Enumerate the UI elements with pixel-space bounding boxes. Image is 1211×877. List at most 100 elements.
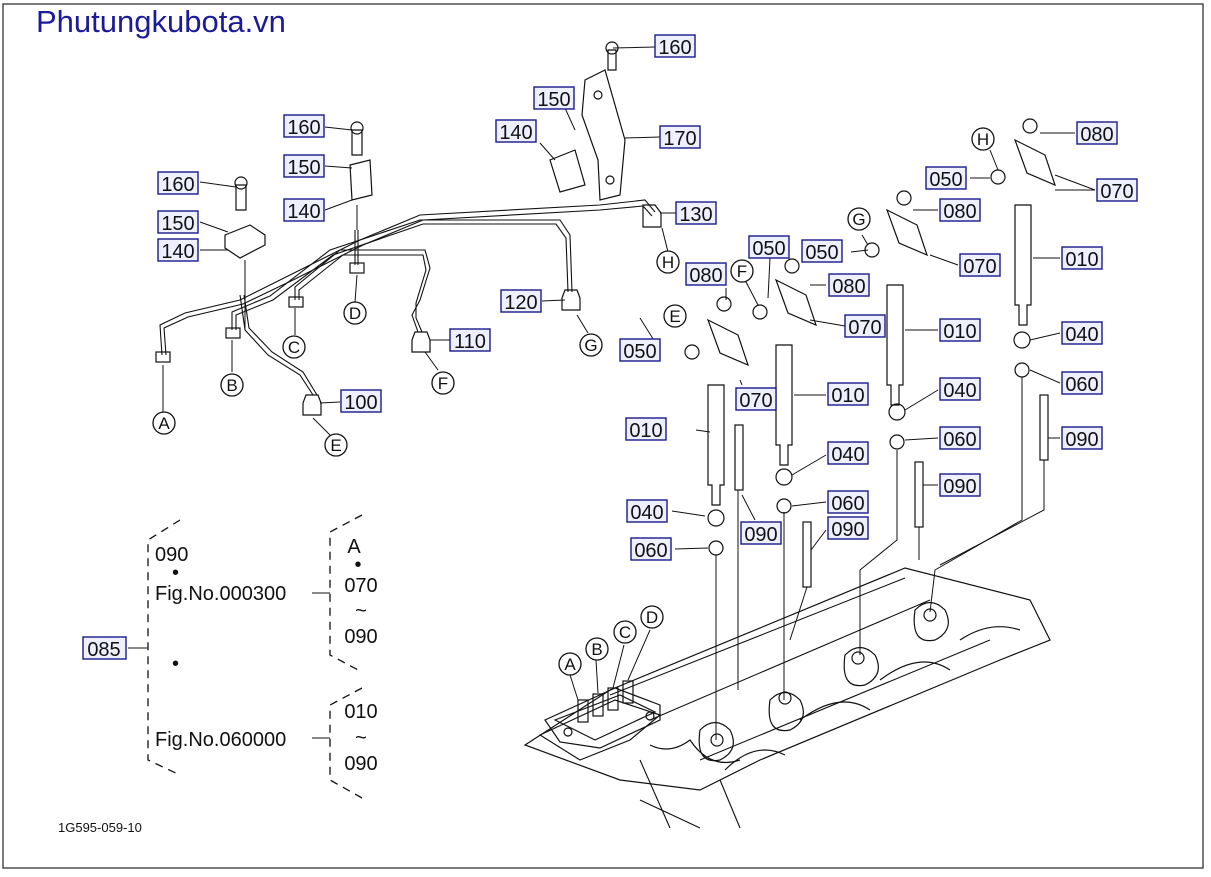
part-tag-170[interactable]: 170 xyxy=(659,125,701,150)
part-tag-090[interactable]: 090 xyxy=(827,516,869,541)
svg-text:140: 140 xyxy=(499,122,532,144)
part-tag-140[interactable]: 140 xyxy=(283,198,325,223)
ref-fig-060000: Fig.No.060000 xyxy=(155,729,286,751)
svg-text:C: C xyxy=(619,623,631,642)
callout-B: B xyxy=(220,373,244,397)
svg-text:010: 010 xyxy=(1065,249,1098,271)
part-tag-040[interactable]: 040 xyxy=(626,499,668,524)
svg-text:080: 080 xyxy=(1080,124,1113,146)
svg-text:160: 160 xyxy=(658,37,691,59)
part-tag-090[interactable]: 090 xyxy=(740,521,782,546)
svg-text:050: 050 xyxy=(752,238,785,260)
border xyxy=(2,3,1204,869)
part-tag-060[interactable]: 060 xyxy=(1061,371,1103,396)
diagram-code: 1G595-059-10 xyxy=(58,820,142,835)
part-tag-130[interactable]: 130 xyxy=(675,201,717,226)
part-tag-040[interactable]: 040 xyxy=(1061,321,1103,346)
part-tag-160[interactable]: 160 xyxy=(157,171,199,196)
part-tag-010[interactable]: 010 xyxy=(1061,246,1103,271)
part-tag-070[interactable]: 070 xyxy=(844,314,886,339)
part-tag-070[interactable]: 070 xyxy=(959,253,1001,278)
ref-range2-end: 090 xyxy=(344,753,377,775)
svg-text:160: 160 xyxy=(287,117,320,139)
part-tag-140[interactable]: 140 xyxy=(157,238,199,263)
part-tag-010[interactable]: 010 xyxy=(827,382,869,407)
svg-text:150: 150 xyxy=(161,213,194,235)
callout-A: A xyxy=(152,411,176,435)
nozzle-end-H xyxy=(642,204,662,228)
svg-text:H: H xyxy=(662,253,674,272)
part-tag-060[interactable]: 060 xyxy=(630,537,672,562)
part-tag-160[interactable]: 160 xyxy=(654,34,696,59)
ref-fig-000300: Fig.No.000300 xyxy=(155,583,286,605)
watermark-logo: Phutungkubota.vn xyxy=(36,4,286,39)
part-tag-040[interactable]: 040 xyxy=(827,441,869,466)
part-tag-100[interactable]: 100 xyxy=(340,389,382,414)
svg-text:070: 070 xyxy=(848,317,881,339)
svg-text:070: 070 xyxy=(739,390,772,412)
pipe-clamps xyxy=(224,41,626,259)
part-tag-160[interactable]: 160 xyxy=(283,114,325,139)
svg-text:010: 010 xyxy=(831,385,864,407)
nut-B xyxy=(225,327,241,339)
part-tag-090[interactable]: 090 xyxy=(1061,426,1103,451)
ref-label-A: A xyxy=(347,536,361,558)
ref-range2-start: 010 xyxy=(344,701,377,723)
part-tag-150[interactable]: 150 xyxy=(283,154,325,179)
part-tag-090[interactable]: 090 xyxy=(939,473,981,498)
svg-text:D: D xyxy=(349,304,361,323)
svg-text:040: 040 xyxy=(630,502,663,524)
callout-C: C xyxy=(282,335,306,359)
part-tag-150[interactable]: 150 xyxy=(533,86,575,111)
reference-brackets xyxy=(128,514,363,799)
part-tag-050[interactable]: 050 xyxy=(619,338,661,363)
ref-tilde: ~ xyxy=(355,727,367,749)
svg-text:B: B xyxy=(591,640,602,659)
injector-1 xyxy=(707,384,725,506)
cylinder-head-drawing xyxy=(523,567,1051,829)
ref-range1-end: 090 xyxy=(344,626,377,648)
part-tag-050[interactable]: 050 xyxy=(925,166,967,191)
part-tag-080[interactable]: 080 xyxy=(828,273,870,298)
svg-text:080: 080 xyxy=(832,276,865,298)
callout-H: H xyxy=(656,250,680,274)
part-tag-080[interactable]: 080 xyxy=(685,262,727,287)
part-tag-060[interactable]: 060 xyxy=(827,490,869,515)
svg-text:G: G xyxy=(852,210,865,229)
ref-range1-start: 070 xyxy=(344,575,377,597)
svg-text:090: 090 xyxy=(1065,429,1098,451)
part-tag-140[interactable]: 140 xyxy=(495,119,537,144)
callout-C: C xyxy=(613,620,637,644)
svg-text:010: 010 xyxy=(629,420,662,442)
part-tag-085[interactable]: 085 xyxy=(82,636,127,661)
part-tag-060[interactable]: 060 xyxy=(939,426,981,451)
ref-tilde: ~ xyxy=(355,600,367,622)
part-tag-070[interactable]: 070 xyxy=(735,387,777,412)
part-tag-080[interactable]: 080 xyxy=(1076,121,1118,146)
svg-text:060: 060 xyxy=(1065,374,1098,396)
callout-F: F xyxy=(431,371,455,395)
leader-lines xyxy=(162,46,1096,701)
callout-E: E xyxy=(663,304,687,328)
svg-text:070: 070 xyxy=(1100,181,1133,203)
part-tag-010[interactable]: 010 xyxy=(939,318,981,343)
svg-text:090: 090 xyxy=(943,476,976,498)
part-tag-050[interactable]: 050 xyxy=(748,235,790,260)
part-tag-040[interactable]: 040 xyxy=(939,377,981,402)
callout-D: D xyxy=(640,605,664,629)
svg-text:090: 090 xyxy=(831,519,864,541)
part-tag-150[interactable]: 150 xyxy=(157,210,199,235)
callout-D: D xyxy=(343,301,367,325)
svg-text:060: 060 xyxy=(831,493,864,515)
svg-text:F: F xyxy=(438,374,448,393)
bracket-170 xyxy=(581,69,626,201)
part-tag-080[interactable]: 080 xyxy=(939,198,981,223)
svg-text:A: A xyxy=(564,655,576,674)
part-tag-070[interactable]: 070 xyxy=(1096,178,1138,203)
callout-A: A xyxy=(558,652,582,676)
part-tag-120[interactable]: 120 xyxy=(500,289,542,314)
part-tag-110[interactable]: 110 xyxy=(449,328,491,353)
part-tag-010[interactable]: 010 xyxy=(625,417,667,442)
part-tag-050[interactable]: 050 xyxy=(801,239,843,264)
svg-text:E: E xyxy=(330,436,341,455)
